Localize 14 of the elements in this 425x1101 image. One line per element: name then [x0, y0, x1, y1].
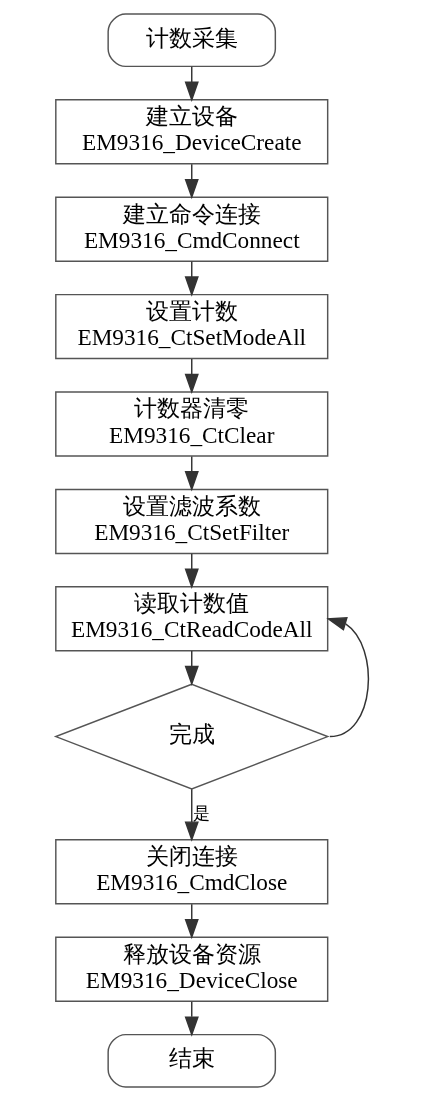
arrow [326, 617, 370, 738]
arrow [184, 788, 199, 842]
node-box: 关闭连接 EM9316_CmdClose [55, 839, 329, 905]
node-box: 设置计数 EM9316_CtSetModeAll [55, 293, 329, 360]
node-box: 建立命令连接 EM9316_CmdConnect [55, 196, 329, 262]
node-diamond: 完成 [53, 683, 330, 790]
node-box: 释放设备资源 EM9316_DeviceClose [55, 936, 329, 1002]
node-box: 读取计数值 EM9316_CtReadCodeAll [55, 586, 329, 652]
node-box: 计数器清零 EM9316_CtClear [55, 391, 329, 457]
edge-label: 是 [192, 802, 210, 823]
node-box: 计数采集 [107, 13, 277, 68]
node-box: 建立设备 EM9316_DeviceCreate [55, 99, 329, 165]
node-box: 设置滤波系数 EM9316_CtSetFilter [55, 488, 329, 555]
node-box: 结束 [107, 1033, 277, 1088]
